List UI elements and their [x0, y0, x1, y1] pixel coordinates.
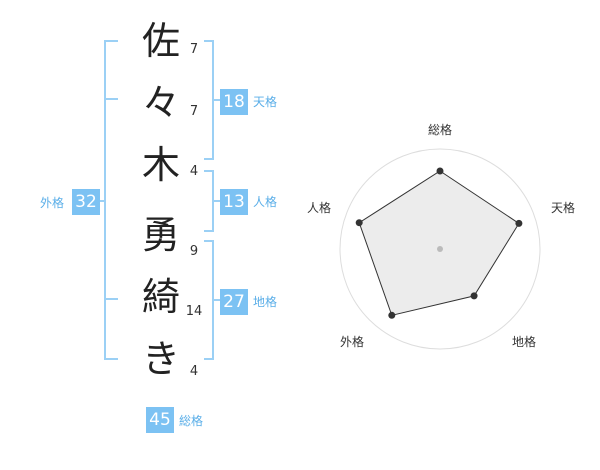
stroke-count-5: 14 — [185, 304, 203, 319]
name-char-2: 々 — [141, 81, 180, 125]
radar-polygon — [358, 170, 520, 316]
gaikaku-label: 外格 — [40, 196, 65, 210]
jinkaku-score: 13 — [220, 189, 248, 215]
bracket-tenkaku — [204, 40, 214, 160]
bracket-jinkaku — [204, 170, 214, 232]
tenkaku-label: 天格 — [253, 95, 278, 109]
name-char-1: 佐 — [141, 19, 180, 63]
name-char-5: 綺 — [141, 275, 180, 319]
radar-axis-label-3: 外格 — [340, 334, 364, 349]
bracket-gaikaku-top-tick — [106, 98, 118, 100]
bracket-jinkaku-tick — [214, 200, 222, 202]
stroke-count-4: 9 — [189, 244, 199, 259]
bracket-chikaku-tick — [214, 299, 222, 301]
gaikaku-score: 32 — [72, 189, 100, 215]
radar-point-4 — [355, 219, 363, 227]
radar-axis-label-0: 総格 — [428, 122, 452, 137]
radar-axis-label-2: 地格 — [512, 334, 536, 349]
bracket-gaikaku-connector — [98, 200, 106, 202]
stroke-count-3: 4 — [189, 164, 199, 179]
bracket-chikaku — [204, 240, 214, 360]
chikaku-score: 27 — [220, 289, 248, 315]
radar-point-0 — [436, 167, 444, 175]
tenkaku-score: 18 — [220, 89, 248, 115]
radar-axis-label-1: 天格 — [551, 200, 575, 215]
bracket-gaikaku-bottom-tick — [106, 298, 118, 300]
name-char-3: 木 — [141, 143, 180, 187]
soukaku-label: 総格 — [179, 414, 204, 428]
name-char-4: 勇 — [141, 213, 180, 257]
stroke-count-1: 7 — [189, 42, 199, 57]
radar-point-3 — [388, 311, 396, 319]
radar-point-2 — [470, 292, 478, 300]
radar-point-1 — [515, 219, 523, 227]
stroke-count-6: 4 — [189, 364, 199, 379]
radar-axis-label-4: 人格 — [307, 200, 331, 215]
radar-center-dot — [437, 246, 443, 252]
bracket-tenkaku-tick — [214, 99, 222, 101]
stroke-count-2: 7 — [189, 104, 199, 119]
name-char-6: き — [141, 337, 180, 381]
jinkaku-label: 人格 — [253, 195, 278, 209]
soukaku-score: 45 — [146, 407, 174, 433]
chikaku-label: 地格 — [253, 295, 278, 309]
